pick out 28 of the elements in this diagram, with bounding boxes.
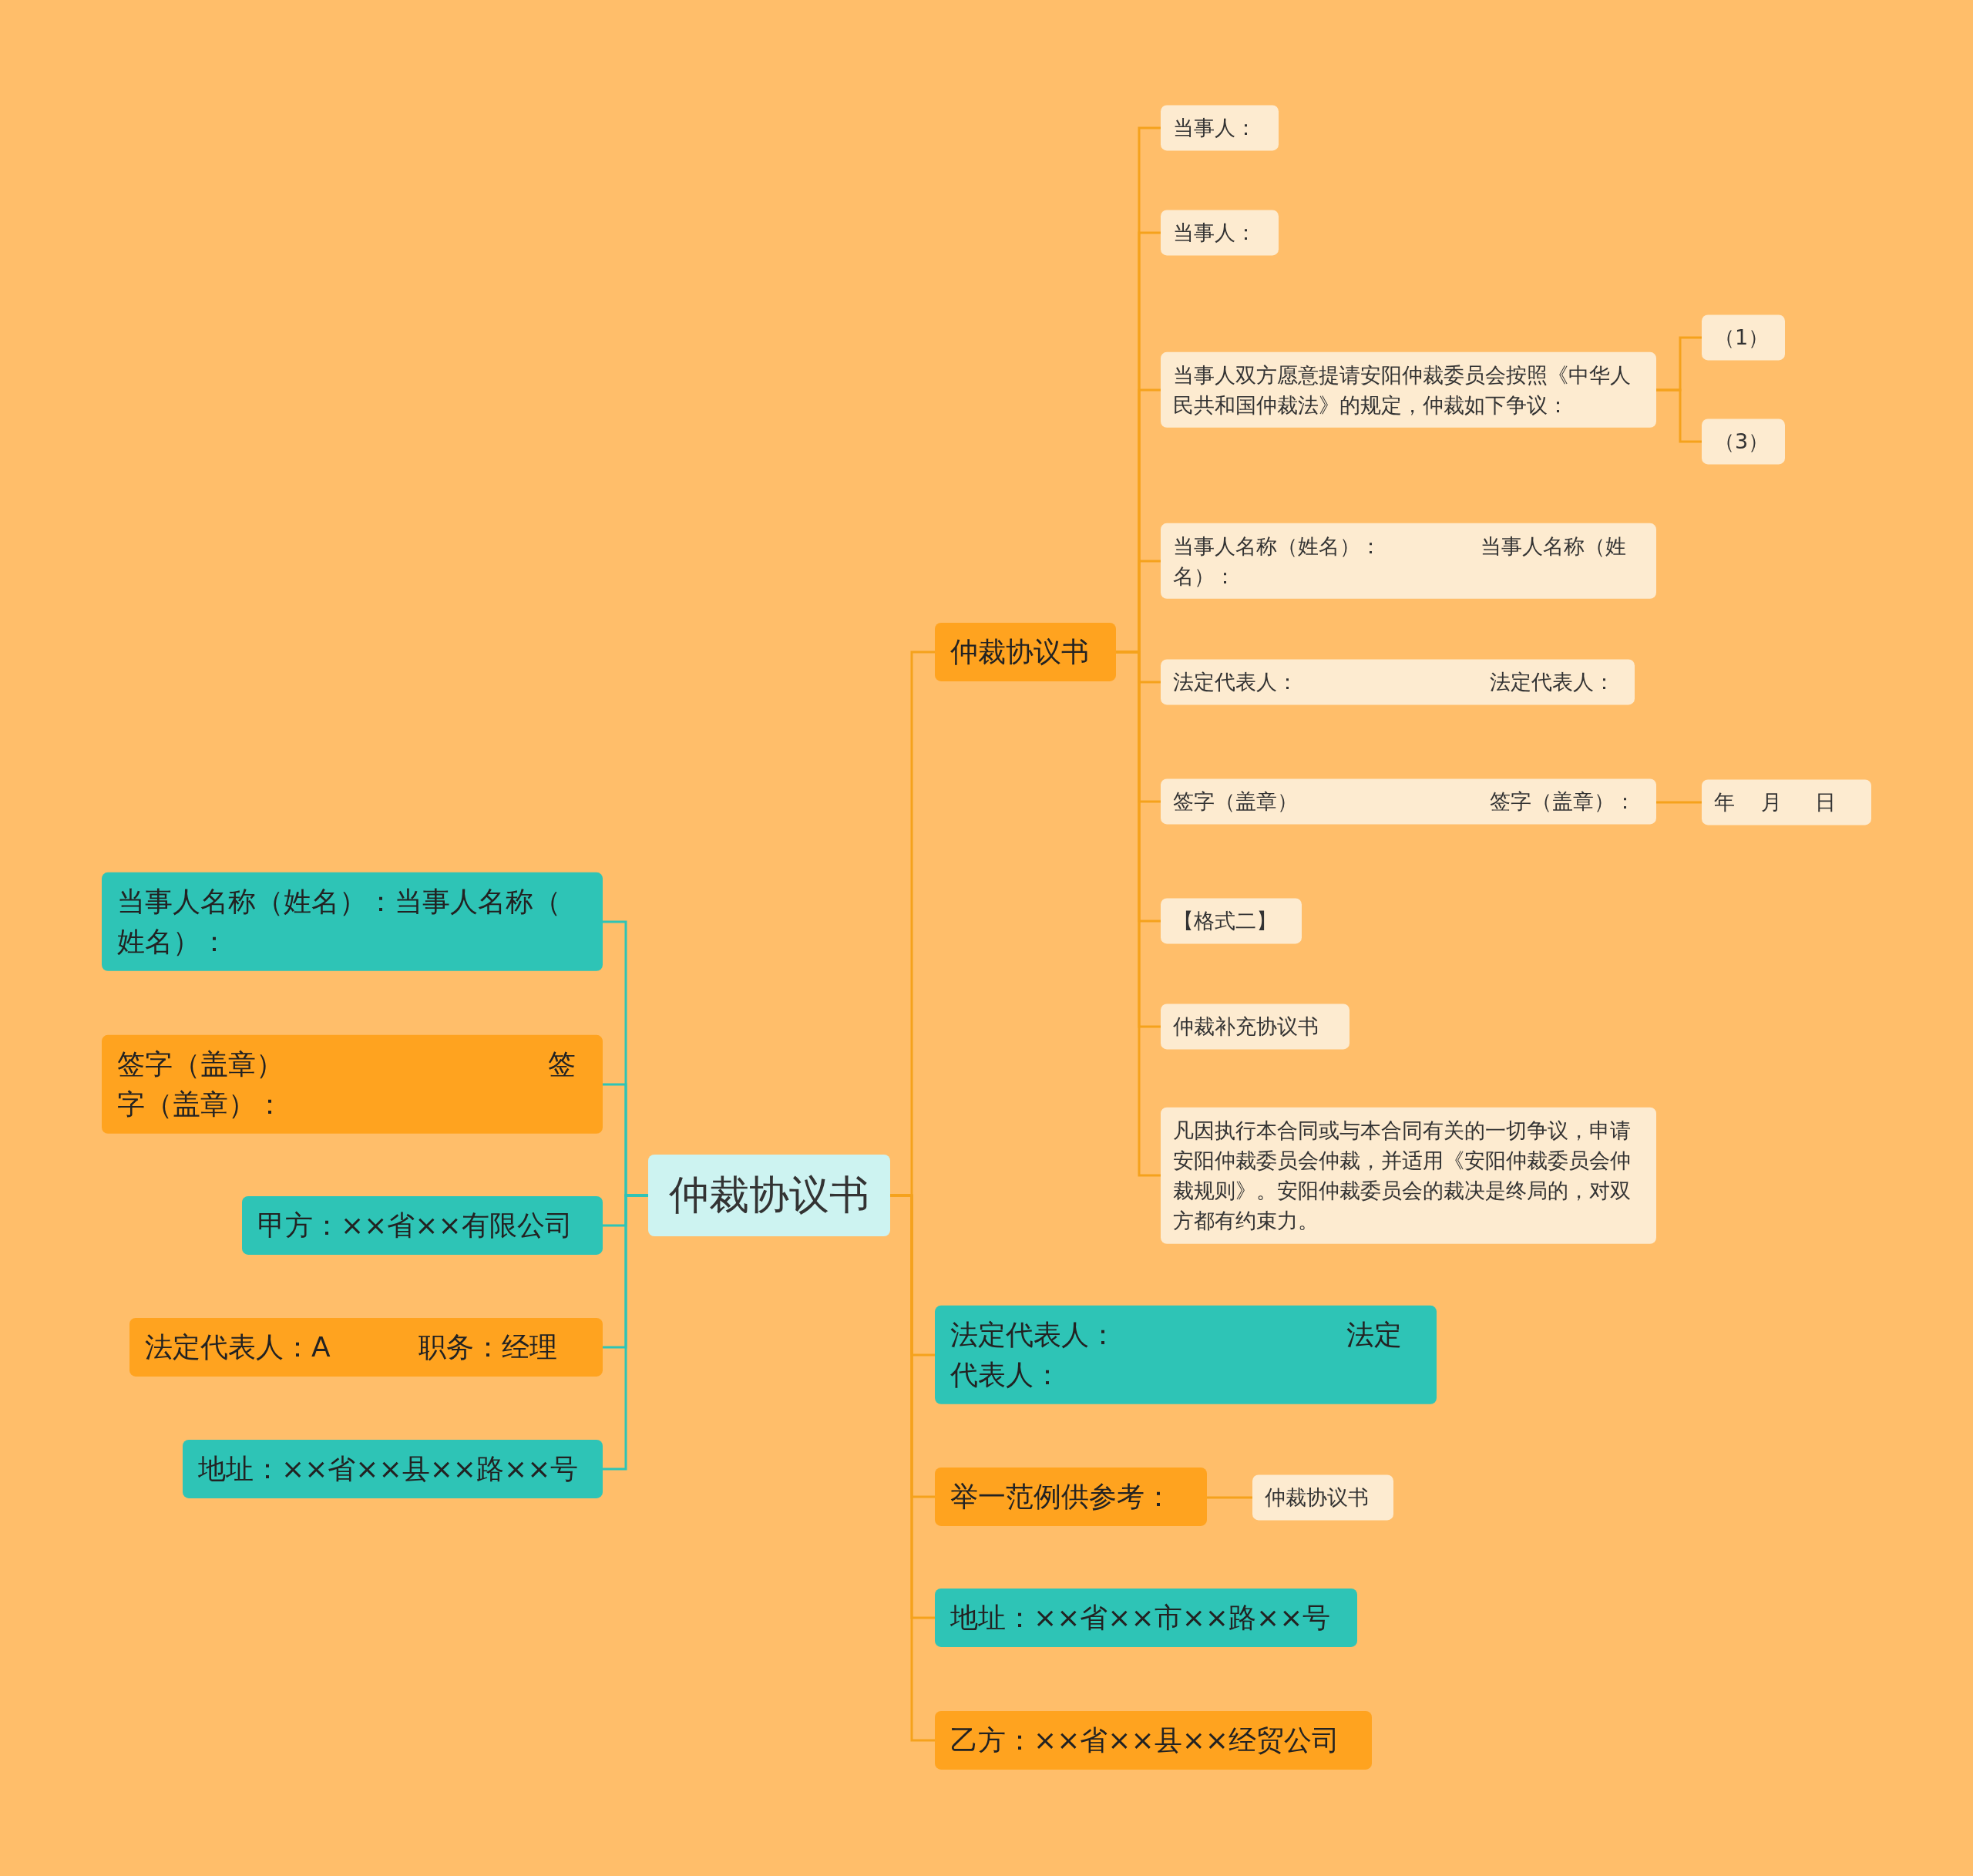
subtopic-box: 签字（盖章） 签字（盖章）： <box>1161 778 1656 825</box>
connector-line <box>1207 1496 1252 1499</box>
subtopic-box: 当事人： <box>1161 105 1279 151</box>
subtopic-box: 法定代表人： 法定代表人： <box>1161 659 1635 705</box>
topic-box: 乙方：××省××县××经贸公司 <box>935 1710 1372 1770</box>
topic-box: 地址：××省××县××路××号 <box>183 1439 603 1499</box>
subtopic-box: 当事人名称（姓名）： 当事人名称（姓名）： <box>1161 523 1656 600</box>
topic-box: 法定代表人： 法定代表人： <box>935 1305 1437 1405</box>
subtopic-box: 当事人双方愿意提请安阳仲裁委员会按照《中华人民共和国仲裁法》的规定，仲裁如下争议： <box>1161 351 1656 429</box>
topic-box: 签字（盖章） 签字（盖章）： <box>102 1034 603 1135</box>
central-topic: 仲裁协议书 <box>648 1155 890 1236</box>
topic-box: 仲裁协议书 <box>935 622 1116 682</box>
connector-line <box>603 1194 648 1471</box>
subtopic-box: 【格式二】 <box>1161 898 1302 944</box>
topic-box: 法定代表人：A 职务：经理 <box>129 1317 603 1377</box>
subtopic-box: 凡因执行本合同或与本合同有关的一切争议，申请安阳仲裁委员会仲裁，并适用《安阳仲裁委员会仲裁规则》。安阳仲裁委员会的裁决是终局的，对双方都有约束力。 <box>1161 1107 1656 1244</box>
subtopic-box: 当事人： <box>1161 210 1279 256</box>
topic-box: 甲方：××省××有限公司 <box>242 1195 603 1256</box>
topic-box: 当事人名称（姓名）：当事人名称（姓名）： <box>102 872 603 972</box>
topic-box: 举一范例供参考： <box>935 1467 1207 1527</box>
connector-line <box>1656 801 1702 804</box>
topic-box: 地址：××省××市××路××号 <box>935 1588 1357 1648</box>
subtopic-box: 仲裁协议书 <box>1252 1474 1393 1521</box>
connector-line <box>1656 388 1702 443</box>
subtopic-box: 仲裁补充协议书 <box>1161 1004 1350 1050</box>
subtopic-box: （1） <box>1702 314 1785 361</box>
subtopic-box: 年 月 日 <box>1702 779 1871 825</box>
subtopic-box: （3） <box>1702 419 1785 465</box>
